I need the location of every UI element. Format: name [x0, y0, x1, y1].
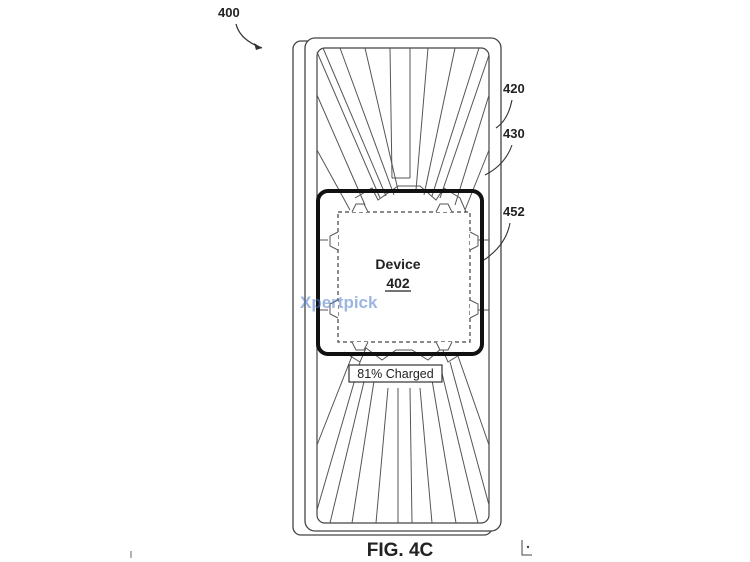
corner-dot: [526, 545, 530, 549]
device-contacts: [329, 203, 479, 351]
light-rays-top: [316, 47, 490, 213]
figure-number-arrowhead: [254, 43, 262, 50]
leader-surface: [484, 144, 513, 176]
device-number: 402: [386, 275, 410, 291]
charge-indicator-ring: [316, 189, 484, 356]
figure-number-arrow: [235, 23, 263, 49]
status-badge-box: [348, 364, 443, 383]
status-badge: 81% Charged: [357, 367, 433, 381]
corner-mark: [521, 540, 532, 556]
figure-caption: FIG. 4C: [367, 540, 434, 561]
device-outline: [337, 211, 471, 343]
watermark-text: Xpertpick: [300, 293, 378, 312]
label-ring: 452: [503, 204, 525, 219]
label-surface: 430: [503, 126, 525, 141]
device-title: Device: [375, 256, 420, 272]
leader-ring: [483, 222, 511, 261]
figure-number: 400: [218, 5, 240, 20]
leader-housing: [495, 99, 513, 129]
label-housing: 420: [503, 81, 525, 96]
